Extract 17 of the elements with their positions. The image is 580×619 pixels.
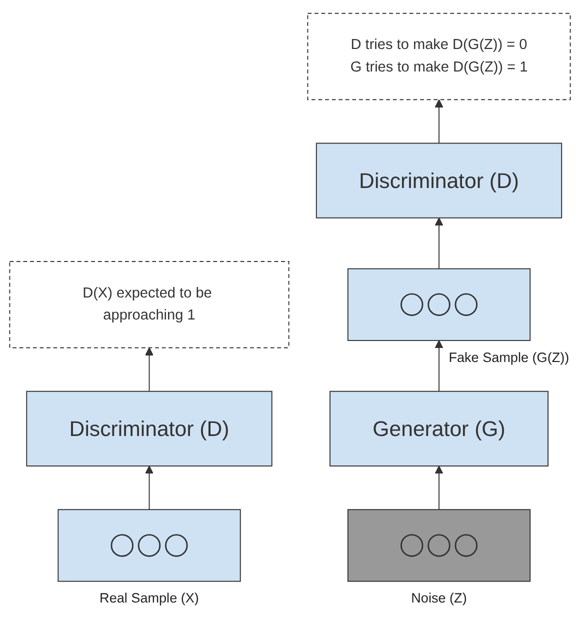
note-box: D tries to make D(G(Z)) = 0 G tries to make D(G(Z)) = 1 bbox=[307, 12, 571, 100]
process-box: Discriminator (D) bbox=[26, 390, 272, 466]
note-box: D(X) expected to be approaching 1 bbox=[9, 261, 290, 348]
arrow bbox=[145, 347, 154, 392]
sample-box bbox=[347, 509, 531, 582]
arrow bbox=[145, 466, 154, 510]
arrow bbox=[434, 99, 444, 144]
arrow bbox=[434, 218, 444, 270]
node-caption: Fake Sample (G(Z)) bbox=[448, 350, 570, 365]
arrow bbox=[434, 340, 444, 392]
node-caption: Real Sample (X) bbox=[100, 590, 199, 606]
process-box: Discriminator (D) bbox=[316, 142, 562, 218]
arrow bbox=[434, 466, 444, 510]
process-box: Generator (G) bbox=[330, 390, 548, 466]
sample-box bbox=[58, 509, 241, 582]
sample-box bbox=[347, 268, 531, 341]
node-caption: Noise (Z) bbox=[411, 590, 467, 606]
